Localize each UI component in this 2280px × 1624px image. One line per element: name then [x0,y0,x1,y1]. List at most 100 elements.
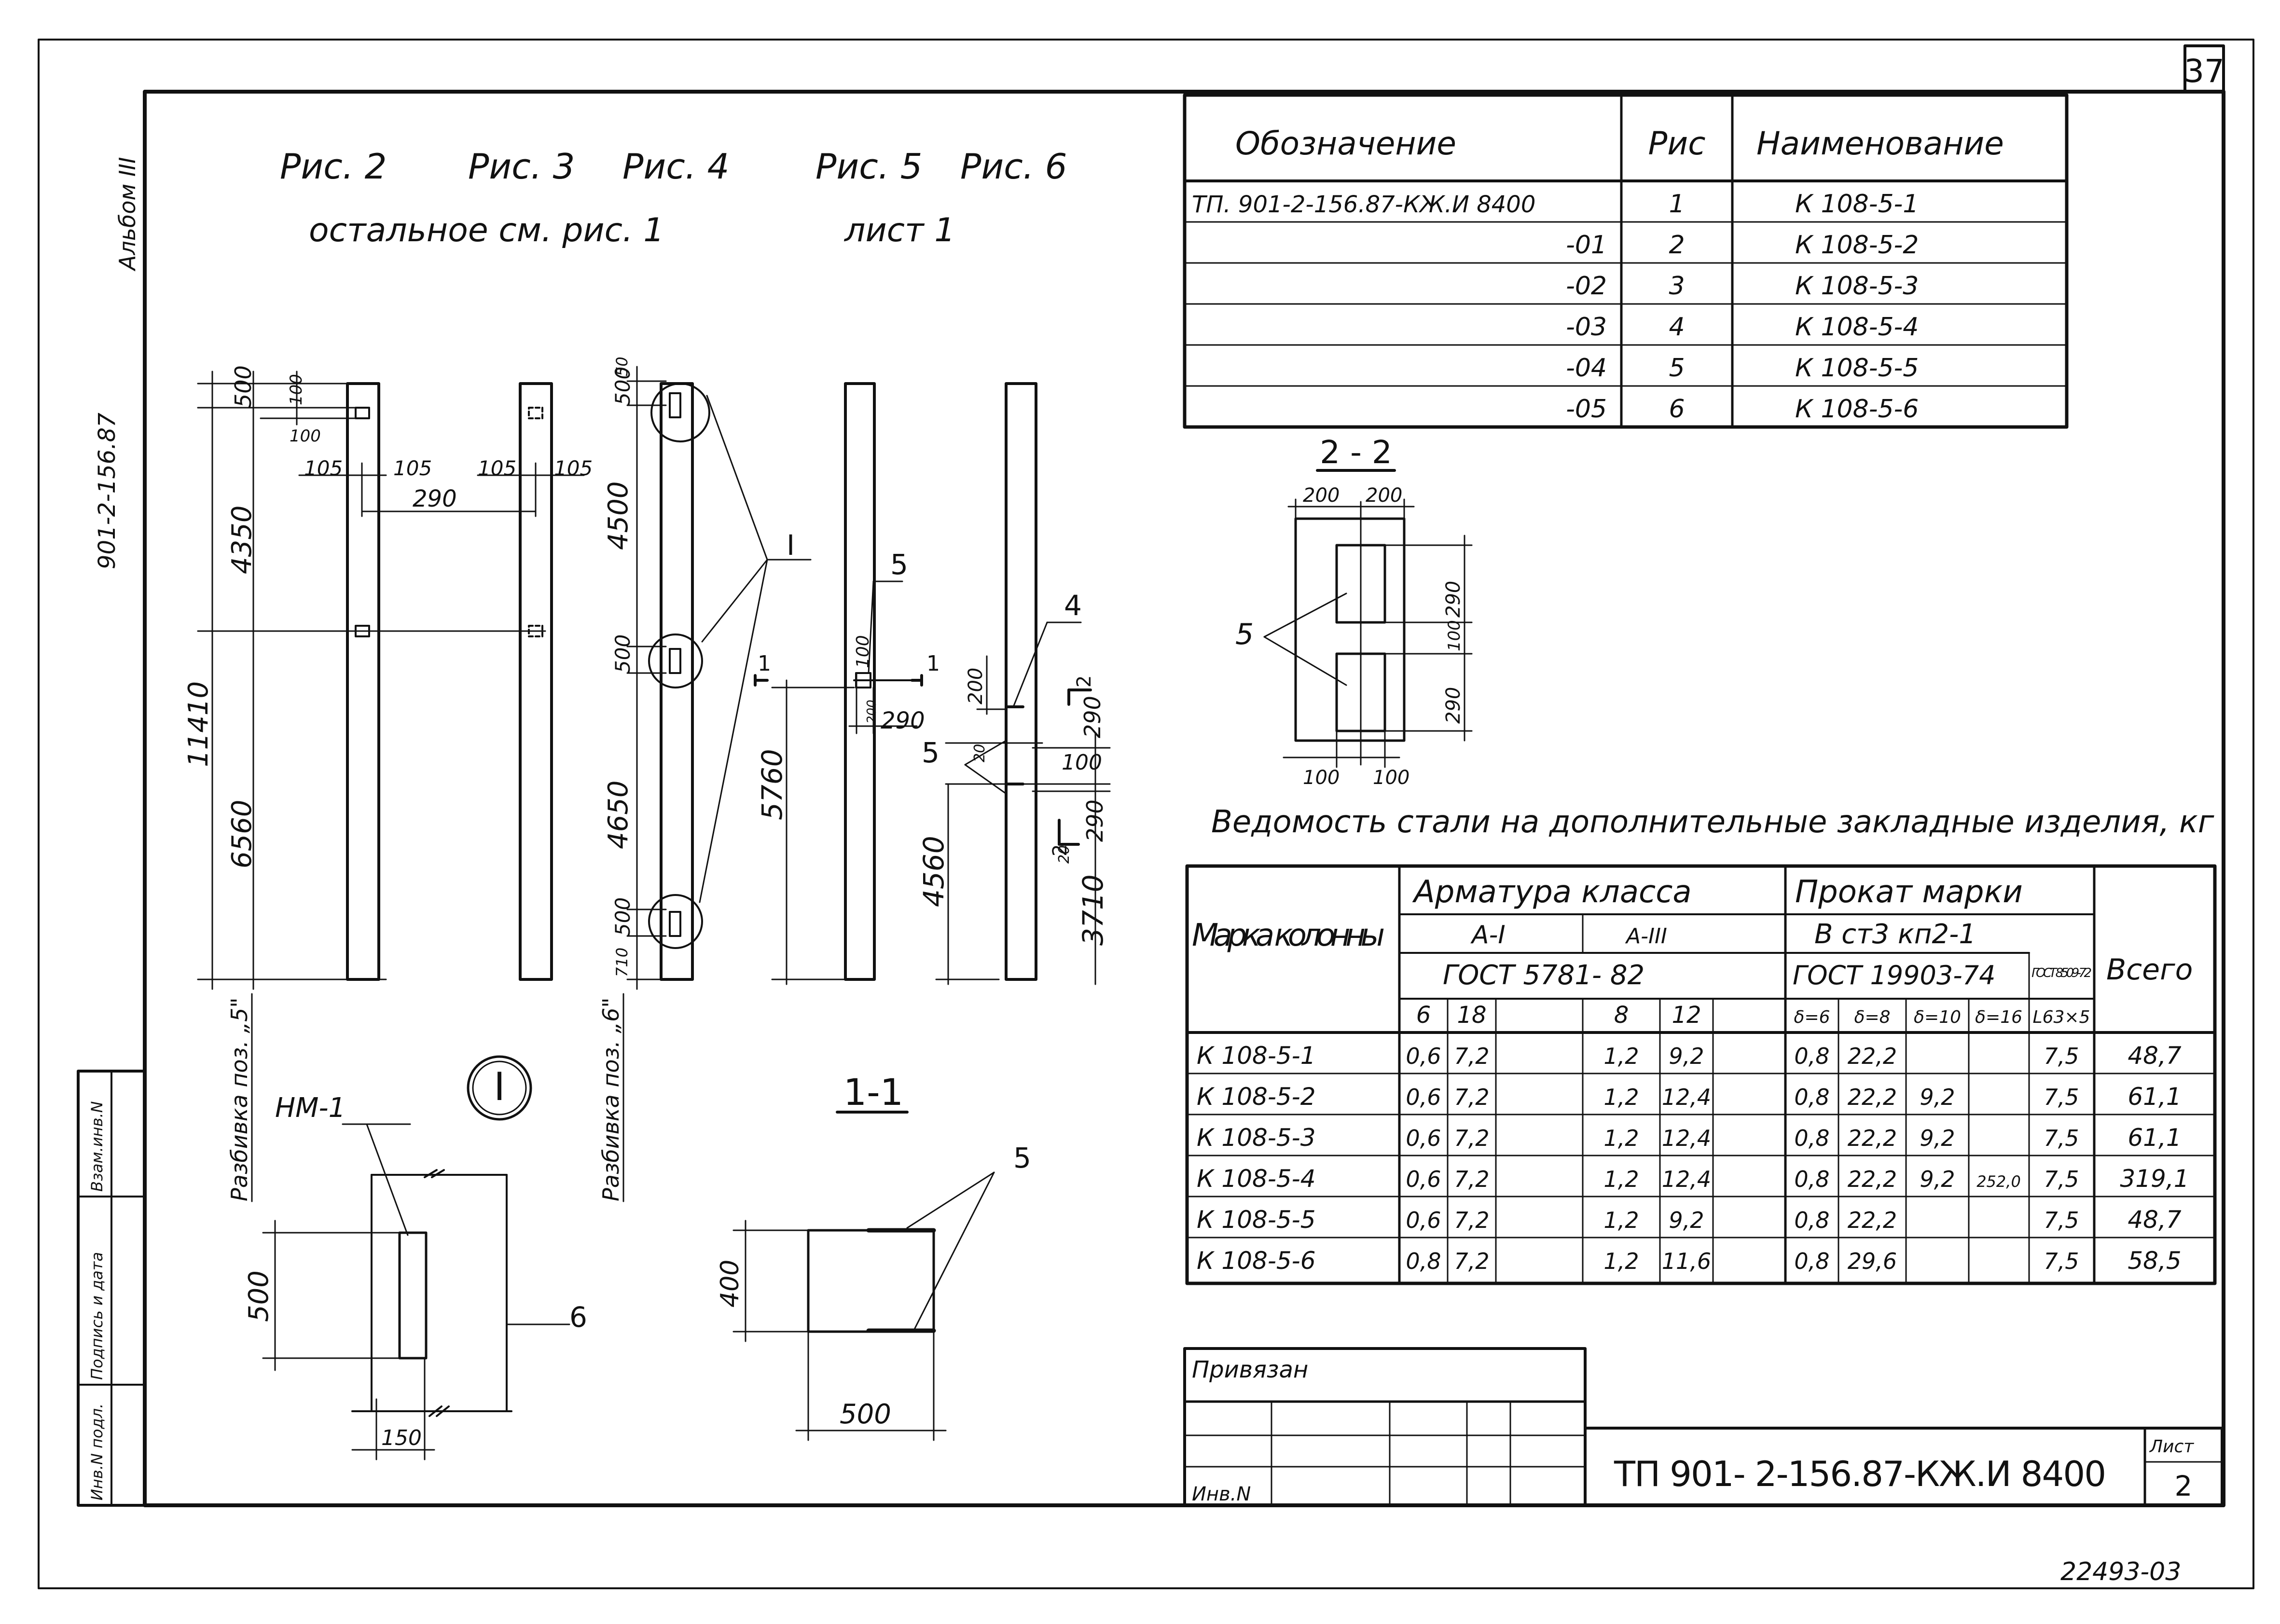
fig6-section-2a: 2 [1073,675,1095,688]
spec-row-name: К 108-5-6 [1795,395,1919,424]
figure-2 [197,371,585,990]
bottom-code: 22493-03 [2060,1557,2181,1586]
steel-cell: 0,6 [1406,1125,1441,1151]
spec-row-fig: 5 [1669,354,1685,383]
spec-row-code: -03 [1566,313,1607,342]
fig3-dim-upper: 4500 [603,481,634,550]
fig6-dim-3710: 3710 [1077,874,1109,946]
steel-cell: 0,6 [1406,1043,1441,1069]
fig5-callout-5: 5 [890,548,908,581]
fig5-section-1a: 1 [758,651,771,676]
spec-row-code: -05 [1566,395,1607,424]
steel-cell: 1,2 [1603,1084,1639,1110]
steel-cell: 12,4 [1662,1166,1711,1192]
section-2-2-callout: 5 [1235,618,1254,651]
spec-row-fig: 1 [1669,190,1685,219]
spec-row-fig: 2 [1669,231,1685,260]
steel-row-mark: К 108-5-1 [1197,1042,1316,1070]
title-block [1183,1347,2224,1507]
steel-cell: 0,8 [1794,1166,1829,1192]
sheet-value: 2 [2175,1470,2193,1502]
section-1-1-dim-400: 400 [716,1260,745,1307]
steel-row-total: 58,5 [2128,1247,2181,1275]
fig6-dim-290: 290 [1079,696,1105,738]
fig5-dim-100: 100 [853,635,873,668]
steel-cell: 0,8 [1794,1248,1829,1274]
steel-cell: 7,5 [2044,1043,2079,1069]
fig2-dim-105a: 105 [304,456,343,480]
dim-22-100: 100 [1445,620,1464,651]
spec-table: Обозначение Рис Наименование [1183,93,2069,429]
figure-label-2: Рис. 2 [280,146,387,187]
section-2-2-title: 2 - 2 [1320,434,1392,471]
steel-row-total: 48,7 [2128,1206,2182,1234]
fig2-dim-total: 11410 [183,681,214,767]
steel-cell: 12,4 [1662,1084,1711,1110]
fig6-callout-5: 5 [922,736,940,769]
dim-22-100b: 100 [1373,767,1409,789]
fig5-dim-height: 5760 [756,749,788,820]
steel-cell: 7,5 [2044,1166,2079,1192]
steel-header-a3: А-III [1625,924,1667,949]
spec-row-fig: 6 [1669,395,1685,424]
steel-cell: 9,2 [1669,1207,1704,1233]
steel-col-header: 12 [1672,1002,1701,1029]
steel-row-mark: К 108-5-3 [1197,1124,1316,1152]
figure-label-3: Рис. 3 [468,146,575,187]
side-stamp-replace: Взам.инв.N [88,1101,106,1192]
steel-col-header: 6 [1416,1002,1431,1029]
node-i-label: I [494,1064,505,1109]
steel-col-header: δ=8 [1854,1007,1890,1027]
steel-cell: 1,2 [1603,1125,1639,1151]
fig3-dim-500c: 500 [611,897,635,936]
spec-header-code: Обозначение [1235,125,1456,162]
dim-22-200b: 200 [1366,484,1402,507]
node-i-dim-150: 150 [381,1426,422,1450]
steel-row-total: 319,1 [2120,1165,2189,1193]
section-1-1-title: 1-1 [843,1071,903,1114]
steel-cell: 0,6 [1406,1084,1441,1110]
rest-sheet: лист 1 [843,211,955,249]
fig6-dim-290b: 290 [1082,799,1108,842]
steel-cell: 22,2 [1848,1043,1897,1069]
fig6-dim-100: 100 [1062,750,1102,775]
fig6-dim-20b: 20 [1056,845,1073,864]
steel-cell: 12,4 [1662,1125,1711,1151]
steel-cell: 29,6 [1848,1248,1897,1274]
spec-row-code: -04 [1566,354,1607,383]
steel-header-gost-angle: ГОСТ 8509-72 [2031,966,2092,980]
dim-22-290a: 290 [1442,581,1465,618]
figure-label-5: Рис. 5 [815,146,922,187]
steel-col-header: 8 [1614,1002,1629,1029]
node-i-dim-500: 500 [243,1270,275,1322]
steel-row-mark: К 108-5-2 [1197,1083,1316,1111]
steel-cell: 0,8 [1406,1248,1441,1274]
steel-cell: 0,8 [1794,1207,1829,1233]
steel-cell: 7,5 [2044,1125,2079,1151]
steel-header-rolled: Прокат марки [1795,874,2023,910]
section-1-1-dim-500: 500 [840,1399,891,1430]
steel-cell: 1,2 [1603,1043,1639,1069]
steel-cell: 22,2 [1848,1166,1897,1192]
node-i [262,1055,570,1460]
stamp-bound: Привязан [1192,1356,1308,1383]
album-label: Альбом III [114,157,140,272]
fig2-dim-lower: 6560 [226,799,258,868]
fig2-dim-upper: 4350 [226,505,258,574]
fig6-section-2b: 2 [1049,844,1071,856]
spec-row-name: К 108-5-1 [1795,190,1919,219]
steel-header-gost-rolled: ГОСТ 19903-74 [1793,960,1995,991]
spec-row-code: ТП. 901-2-156.87-КЖ.И 8400 [1192,191,1535,218]
steel-cell: 7,2 [1454,1248,1489,1274]
steel-header-mark: Марка колонны [1192,918,1385,953]
fig2-dim-105c: 105 [478,456,516,480]
steel-row-mark: К 108-5-6 [1197,1247,1316,1275]
steel-cell: 0,6 [1406,1207,1441,1233]
side-stamp-sign: Подпись и дата [88,1252,106,1380]
fig2-dim-span: 290 [413,485,457,512]
steel-cell: 9,2 [1920,1084,1955,1110]
steel-cell: 0,8 [1794,1043,1829,1069]
steel-col-header: δ=6 [1794,1007,1830,1027]
fig3-dim-50: 50 [613,357,631,376]
